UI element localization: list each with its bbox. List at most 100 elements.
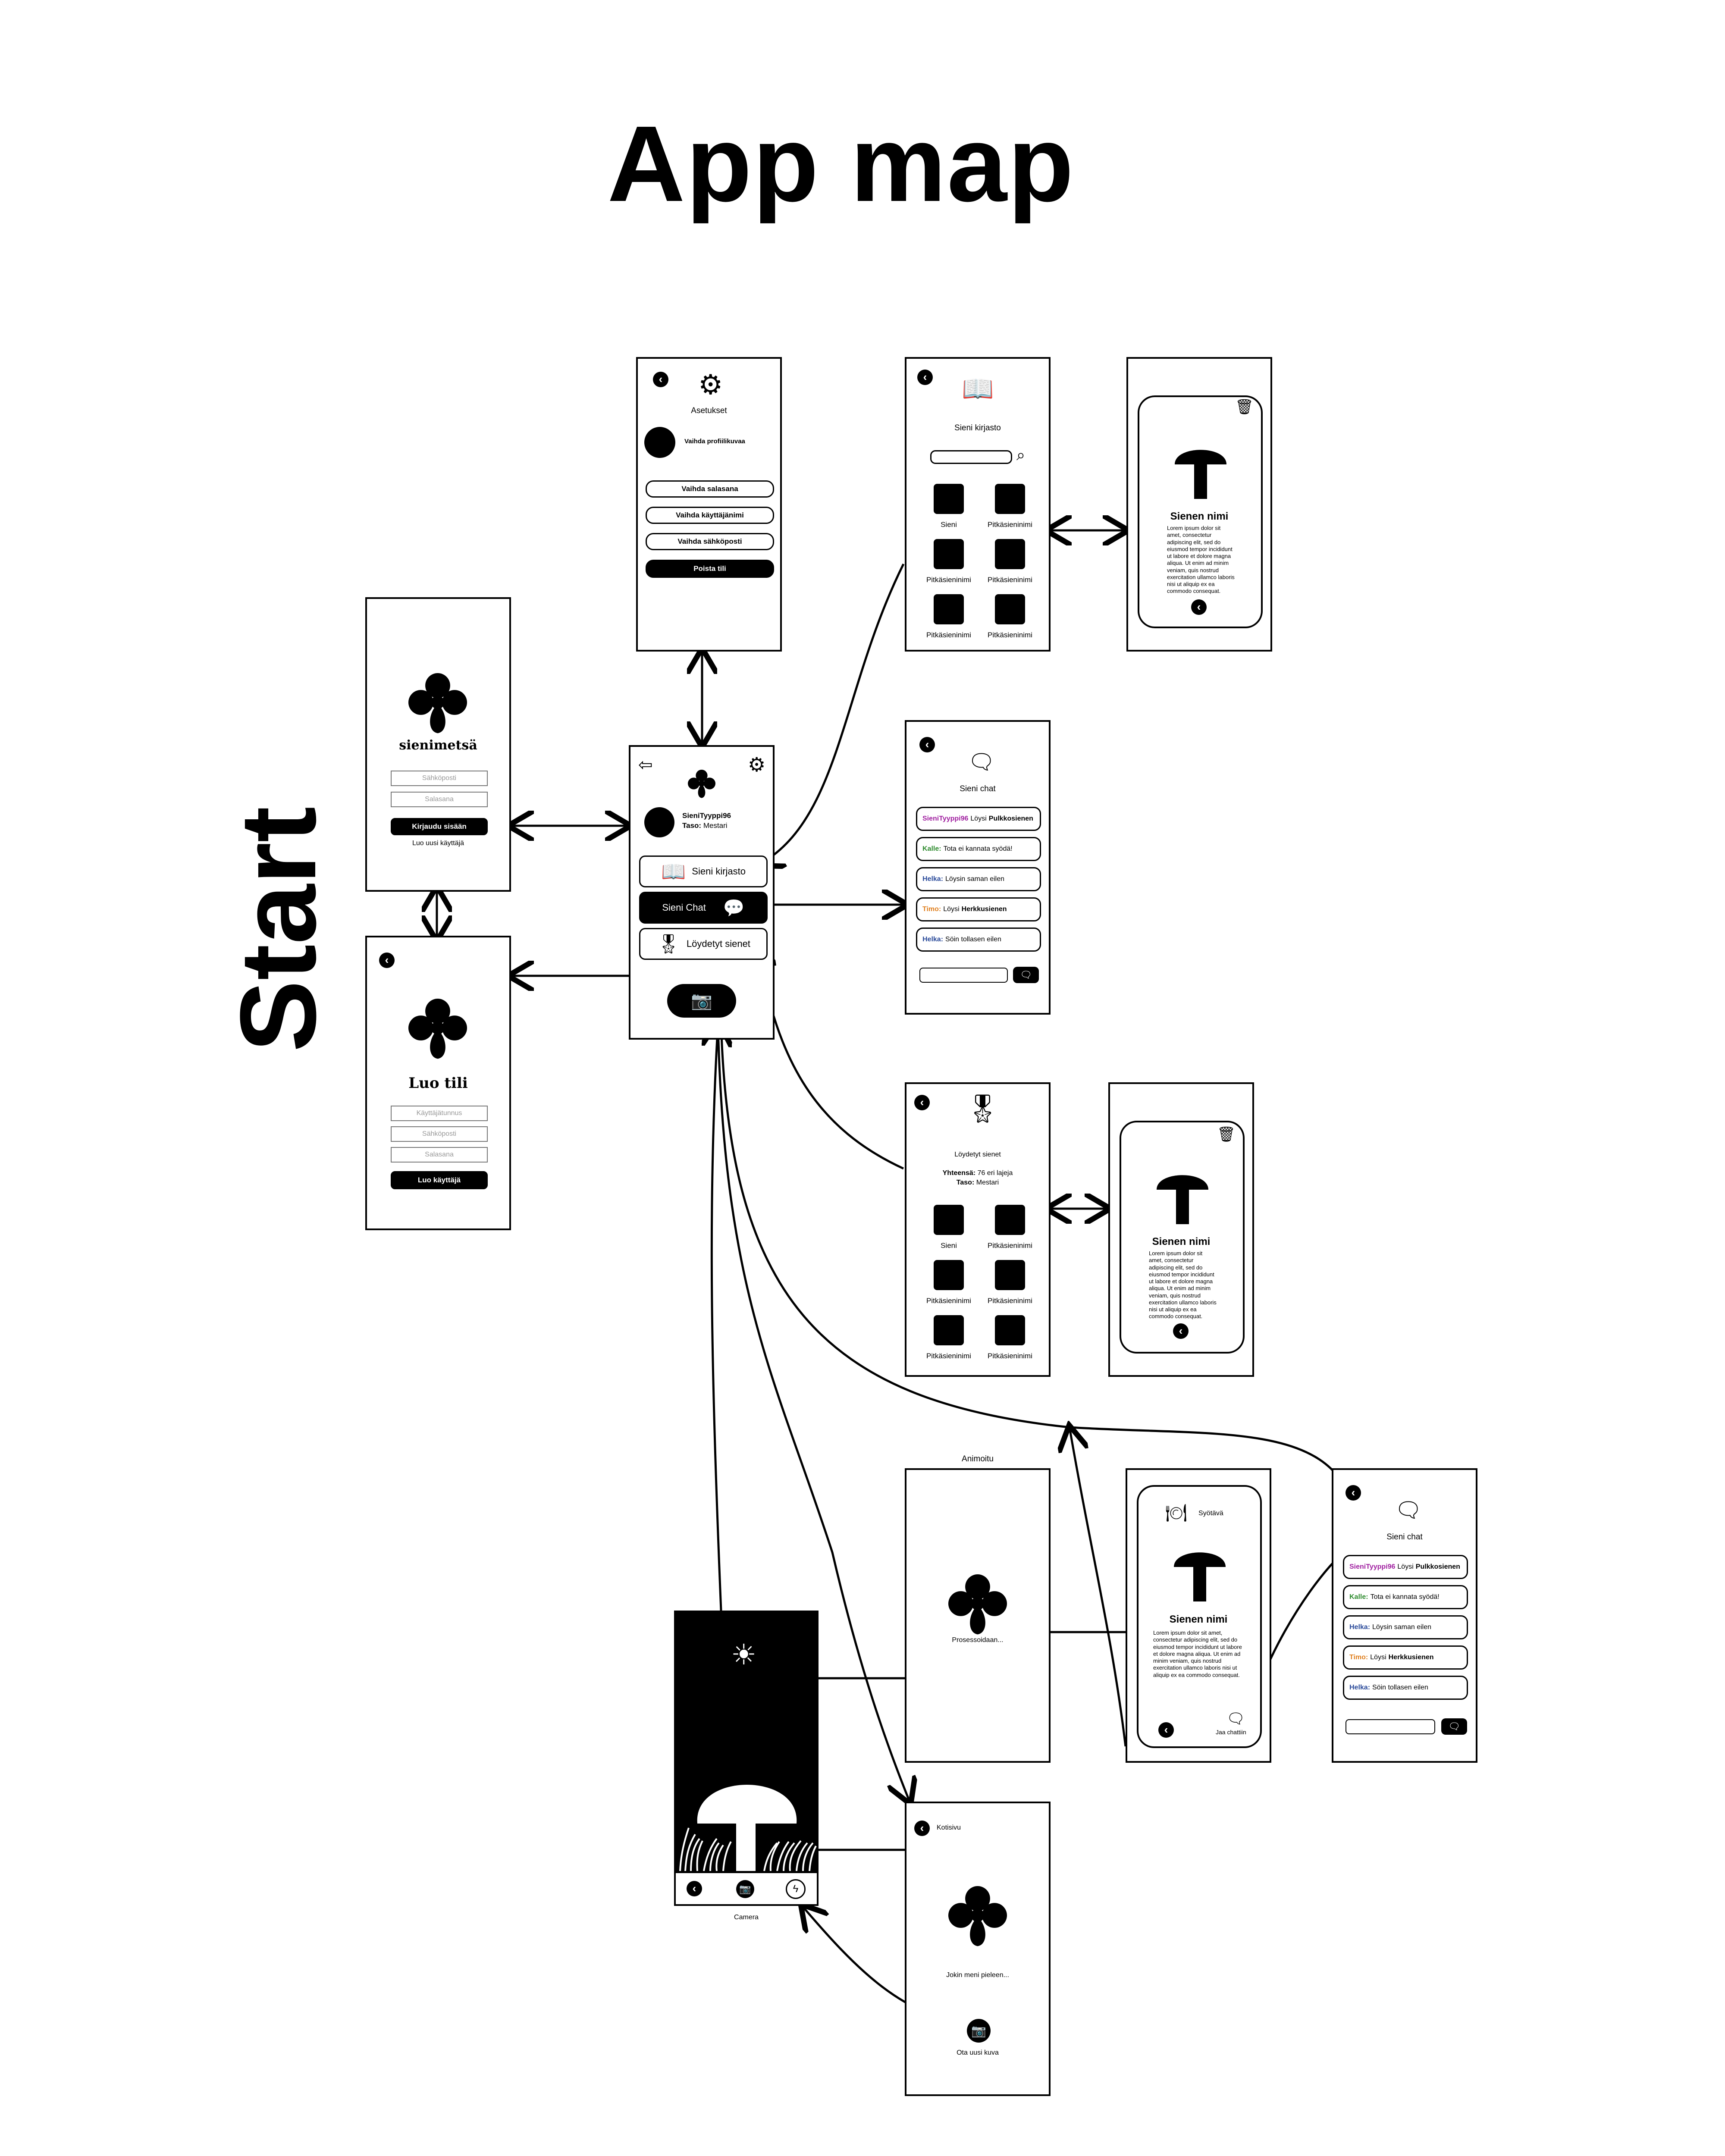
search-input[interactable]	[930, 450, 1012, 464]
error-text: Jokin meni pieleen...	[946, 1971, 1009, 1979]
chat-message: Helka:Söin tollasen eilen	[916, 928, 1041, 952]
mushroom-thumbnail[interactable]	[995, 484, 1025, 514]
back-icon[interactable]: ‹	[1158, 1722, 1174, 1738]
mushroom-logo-icon	[948, 1886, 1007, 1946]
flash-icon[interactable]: ϟ	[786, 1879, 806, 1899]
username: SieniTyyppi96	[682, 812, 731, 820]
back-icon[interactable]: ‹	[687, 1881, 702, 1896]
back-icon[interactable]: ‹	[914, 1821, 930, 1836]
change-picture-link[interactable]: Vaihda profiilikuvaa	[684, 438, 745, 445]
back-icon[interactable]: ‹	[914, 1095, 930, 1110]
back-icon[interactable]: ‹	[1346, 1485, 1361, 1501]
chat-message: Helka:Söin tollasen eilen	[1343, 1676, 1468, 1700]
chat-mushroom-name: Herkkusienen	[961, 906, 1007, 913]
create-account-link[interactable]: Luo uusi käyttäjä	[412, 840, 464, 847]
back-icon[interactable]: ‹	[917, 370, 933, 385]
mushroom-thumbnail[interactable]	[934, 539, 964, 569]
mushroom-thumbnail-label: Pitkäsieninimi	[988, 631, 1032, 639]
mushroom-thumbnail-label: Pitkäsieninimi	[926, 631, 971, 639]
back-icon[interactable]: ‹	[379, 953, 395, 968]
mushroom-thumbnail[interactable]	[934, 1260, 964, 1290]
level-label: Taso:	[956, 1179, 975, 1186]
chat-text: Tota ei kannata syödä!	[943, 845, 1013, 852]
change-email-button[interactable]: Vaihda sähköposti	[646, 533, 774, 550]
back-icon[interactable]: ‹	[653, 372, 668, 387]
password-field[interactable]: Salasana	[391, 1147, 488, 1163]
send-button[interactable]: 🗨	[1013, 967, 1039, 983]
create-user-button[interactable]: Luo käyttäjä	[391, 1171, 488, 1189]
send-button[interactable]: 🗨	[1441, 1718, 1467, 1735]
share-chat-icon[interactable]: 🗨	[1226, 1711, 1245, 1727]
camera-button[interactable]: 📷	[667, 984, 736, 1018]
message-input[interactable]	[919, 968, 1008, 983]
mushroom-thumbnail[interactable]	[995, 1260, 1025, 1290]
mushroom-thumbnail[interactable]	[934, 1205, 964, 1235]
edible-label: Syötävä	[1198, 1510, 1223, 1517]
gear-icon[interactable]: ⚙	[748, 753, 766, 776]
level-line: Taso: Mestari	[682, 821, 728, 830]
back-icon[interactable]: ‹	[1191, 599, 1207, 615]
capture-button[interactable]: 📷	[736, 1880, 754, 1898]
mushroom-thumbnail[interactable]	[934, 1315, 964, 1345]
mushroom-thumbnail[interactable]	[995, 1205, 1025, 1235]
mushroom-thumbnail-label: Pitkäsieninimi	[988, 1241, 1032, 1250]
mushroom-description: Lorem ipsum dolor sit amet, consectetur …	[1153, 1630, 1242, 1678]
email-field[interactable]: Sähköposti	[391, 771, 488, 786]
chat-text: Löysin saman eilen	[1372, 1623, 1431, 1631]
camera-toolbar: ‹ 📷 ϟ	[676, 1873, 817, 1904]
chat-text: Söin tollasen eilen	[1372, 1684, 1428, 1691]
camera-caption: Camera	[734, 1914, 759, 1921]
mushroom-thumbnail[interactable]	[995, 594, 1025, 624]
chat-sender: Timo:	[922, 906, 941, 913]
retry-label[interactable]: Ota uusi kuva	[957, 2049, 999, 2056]
change-password-button[interactable]: Vaihda salasana	[646, 480, 774, 498]
chat-text: Löysi	[943, 906, 960, 913]
library-title: Sieni kirjasto	[954, 423, 1001, 432]
level-value: Mestari	[703, 821, 728, 830]
chat-bubble-icon: 💬	[723, 898, 745, 918]
chat-text: Löysi	[970, 815, 987, 822]
change-username-button[interactable]: Vaihda käyttäjänimi	[646, 507, 774, 524]
result-card	[1137, 1485, 1262, 1748]
share-chat-label[interactable]: Jaa chattiin	[1216, 1729, 1246, 1736]
found-button[interactable]: 🎖 Löydetyt sienet	[639, 928, 768, 960]
detail-card	[1120, 1121, 1245, 1354]
mushroom-thumbnail[interactable]	[934, 484, 964, 514]
chat-sender: Kalle:	[922, 845, 941, 852]
delete-account-button[interactable]: Poista tili	[646, 560, 774, 578]
message-input[interactable]	[1346, 1719, 1435, 1734]
password-field[interactable]: Salasana	[391, 792, 488, 807]
trash-icon[interactable]: 🗑	[1217, 1126, 1236, 1143]
chat-sender: Kalle:	[1349, 1593, 1368, 1601]
chat-sender: SieniTyyppi96	[1349, 1563, 1396, 1570]
chat-mushroom-name: Pulkkosienen	[988, 815, 1033, 822]
mushroom-thumbnail[interactable]	[995, 1315, 1025, 1345]
login-button[interactable]: Kirjaudu sisään	[391, 818, 488, 835]
camera-screen: ☀ ‹ 📷 ϟ	[674, 1611, 819, 1906]
chat-button[interactable]: Sieni Chat 💬	[639, 892, 768, 924]
trash-icon[interactable]: 🗑	[1235, 399, 1254, 415]
library-button[interactable]: 📖 Sieni kirjasto	[639, 856, 768, 887]
mushroom-thumbnail[interactable]	[934, 594, 964, 624]
sun-icon[interactable]: ☀	[731, 1639, 757, 1670]
back-icon[interactable]: ‹	[919, 737, 935, 752]
username-field[interactable]: Käyttäjätunnus	[391, 1106, 488, 1121]
mushroom-logo-icon	[408, 673, 467, 733]
mushroom-logo-icon	[408, 999, 467, 1059]
search-icon[interactable]: ⌕	[1016, 446, 1026, 464]
chat-mushroom-name: Pulkkosienen	[1415, 1563, 1460, 1570]
found-screen: ‹ 🎖 Löydetyt sienet Yhteensä: 76 eri laj…	[905, 1082, 1051, 1377]
level-value: Mestari	[976, 1179, 999, 1186]
mushroom-thumbnail-label: Pitkäsieninimi	[988, 520, 1032, 529]
email-field[interactable]: Sähköposti	[391, 1126, 488, 1142]
logout-icon[interactable]: ⇦	[638, 755, 653, 774]
mushroom-thumbnail[interactable]	[995, 539, 1025, 569]
retry-camera-button[interactable]: 📷	[967, 2019, 991, 2043]
mushroom-grass-illustration	[679, 1785, 817, 1871]
back-icon[interactable]: ‹	[1173, 1323, 1189, 1339]
avatar	[644, 807, 674, 837]
home-label[interactable]: Kotisivu	[937, 1824, 961, 1831]
